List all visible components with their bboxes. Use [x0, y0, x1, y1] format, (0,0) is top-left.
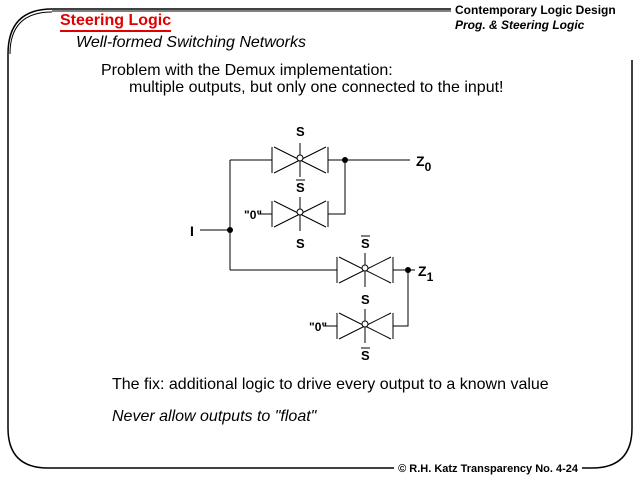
fix-text: The fix: additional logic to drive every… [112, 376, 549, 393]
z1-wires [393, 269, 415, 327]
zero-input-label: "0" [244, 208, 262, 222]
z1-label: Z1 [418, 263, 434, 284]
control-s: S [361, 292, 370, 307]
z0-label: Z0 [416, 153, 432, 174]
slide-subtitle: Well-formed Switching Networks [76, 34, 306, 51]
transmission-gate-3 [336, 309, 394, 343]
z0-junction-dot [342, 157, 348, 163]
control-s: S [296, 124, 305, 139]
transmission-gate-0 [271, 143, 329, 177]
course-title: Contemporary Logic Design [451, 3, 616, 17]
control-s-bar: S [361, 348, 370, 363]
problem-line-1: Problem with the Demux implementation: [101, 62, 393, 79]
transmission-gate-2 [336, 253, 394, 287]
never-float-text: Never allow outputs to "float" [112, 408, 317, 425]
slide-title: Steering Logic [60, 12, 172, 32]
transmission-gate-1 [271, 197, 329, 231]
zero-input-label: "0" [309, 320, 327, 334]
topic-title: Prog. & Steering Logic [451, 18, 585, 32]
problem-line-2: multiple outputs, but only one connected… [129, 79, 504, 96]
z1-junction-dot [405, 267, 411, 273]
control-s: S [296, 236, 305, 251]
z0-wires [328, 159, 410, 215]
footer: © R.H. Katz Transparency No. 4-24 [394, 463, 582, 475]
input-junction-dot [227, 227, 233, 233]
control-s-bar: S [296, 180, 305, 195]
input-label: I [190, 223, 194, 239]
control-s-bar: S [361, 236, 370, 251]
input-wires [200, 159, 337, 271]
